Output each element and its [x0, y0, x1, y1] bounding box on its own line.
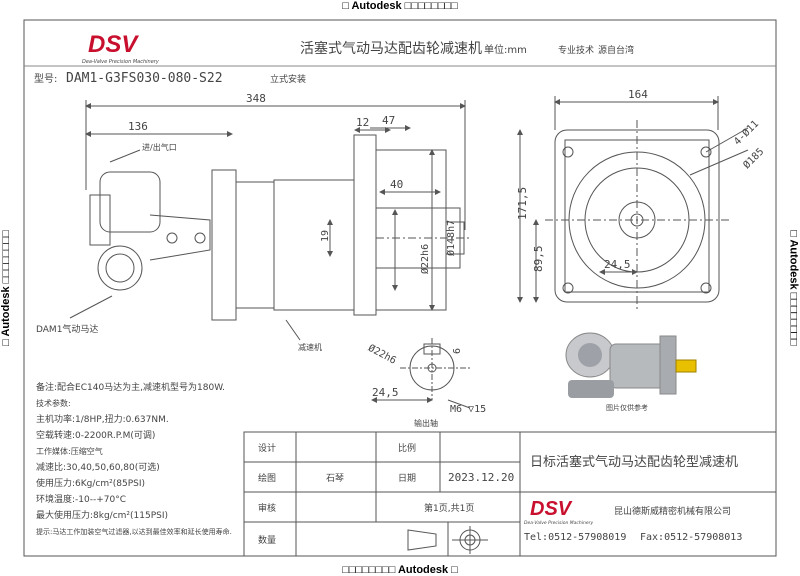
svg-text:备注:配合EC140马达为主,减速机型号为180W.: 备注:配合EC140马达为主,减速机型号为180W.: [36, 381, 225, 393]
svg-text:DSV: DSV: [530, 498, 573, 520]
dim-89-5: 89,5: [532, 246, 545, 273]
dim-24-5-detail: 24,5: [372, 386, 399, 399]
side-view: [69, 100, 470, 341]
dim-22h6: Ø22h6: [419, 244, 431, 274]
model-code: DAM1-G3FS030-080-S22: [66, 71, 223, 86]
header-unit: 单位:mm: [484, 43, 527, 56]
label-photo: 图片仅供参考: [606, 403, 648, 412]
label-output: 输出轴: [414, 418, 438, 428]
title-block: [243, 431, 777, 557]
label-motor: DAM1气动马达: [36, 323, 98, 335]
dim-171-5: 171,5: [516, 187, 529, 220]
label-port: 进/出气口: [142, 142, 177, 152]
header-title: 活塞式气动马达配齿轮减速机: [300, 40, 482, 57]
tb-company: 昆山德斯威精密机械有限公司: [614, 505, 731, 517]
tb-drawer: 石琴: [326, 473, 344, 484]
svg-text:使用压力:6Kg/cm²(85PSI): 使用压力:6Kg/cm²(85PSI): [36, 477, 145, 489]
dim-6: 6: [452, 348, 463, 354]
svg-text:Dea-Valve Precision Machinery: Dea-Valve Precision Machinery: [524, 520, 593, 526]
header-logo: DSV Dea-Valve Precision Machinery: [82, 31, 160, 65]
shaft-detail: [371, 338, 471, 409]
tb-date-label: 日期: [398, 473, 416, 484]
dim-40: 40: [390, 178, 403, 191]
svg-text:提示:马达工作加装空气过滤器,以达到最佳效率和延长使用寿命.: 提示:马达工作加装空气过滤器,以达到最佳效率和延长使用寿命.: [36, 527, 232, 536]
model-label: 型号:: [34, 72, 57, 85]
svg-text:技术参数:: 技术参数:: [36, 398, 71, 408]
notes-block: 备注:配合EC140马达为主,减速机型号为180W. 技术参数: 主机功率:1/…: [36, 381, 232, 536]
svg-text:DSV: DSV: [88, 31, 139, 58]
header-tech: 专业技术: [558, 44, 594, 56]
dim-348: 348: [246, 92, 266, 105]
tb-scale: 比例: [398, 442, 416, 454]
watermark-top: □ Autodesk □□□□□□□□: [342, 0, 458, 12]
tb-date: 2023.12.20: [448, 471, 514, 484]
watermark-bottom: □□□□□□□□ Autodesk □: [342, 564, 458, 576]
dim-148h7: Ø148h7: [445, 220, 457, 256]
tb-check: 审核: [258, 502, 276, 514]
model-mount: 立式安装: [270, 73, 306, 85]
svg-text:环境温度:-10--+70°C: 环境温度:-10--+70°C: [36, 493, 126, 505]
dim-12: 12: [356, 116, 369, 129]
dim-24-5: 24,5: [604, 258, 631, 271]
svg-text:最大使用压力:8kg/cm²(115PSI): 最大使用压力:8kg/cm²(115PSI): [36, 509, 168, 521]
tb-qty: 数量: [258, 534, 276, 546]
svg-text:减速比:30,40,50,60,80(可选): 减速比:30,40,50,60,80(可选): [36, 461, 160, 473]
header-origin: 源自台湾: [598, 44, 634, 56]
front-view: [517, 96, 749, 310]
dim-19: 19: [320, 230, 331, 242]
tb-logo: DSV Dea-Valve Precision Machinery: [524, 498, 593, 526]
dim-185: Ø185: [741, 146, 767, 172]
dim-164: 164: [628, 88, 648, 101]
tb-product: 日标活塞式气动马达配齿轮型减速机: [530, 454, 738, 470]
tb-design: 设计: [258, 442, 276, 454]
dim-4-11: 4-Ø11: [731, 118, 761, 148]
svg-text:工作媒体:压缩空气: 工作媒体:压缩空气: [36, 446, 103, 456]
label-reducer: 减速机: [298, 342, 322, 352]
dim-47: 47: [382, 114, 395, 127]
tb-tel: Tel:0512-57908019: [524, 532, 626, 543]
svg-text:Dea-Valve Precision Machinery: Dea-Valve Precision Machinery: [82, 59, 160, 65]
dim-136: 136: [128, 120, 148, 133]
tb-sheet: 第1页,共1页: [424, 502, 474, 514]
tb-fax: Fax:0512-57908013: [640, 532, 742, 543]
svg-text:主机功率:1/8HP,扭力:0.637NM.: 主机功率:1/8HP,扭力:0.637NM.: [36, 413, 169, 425]
svg-text:空载转速:0-2200R.P.M(可调): 空载转速:0-2200R.P.M(可调): [36, 429, 155, 441]
dim-22h6-detail: Ø22h6: [366, 342, 398, 367]
tb-drawn: 绘图: [258, 472, 276, 484]
product-photo: [565, 332, 697, 398]
dim-m6: M6 ▽15: [450, 404, 486, 415]
